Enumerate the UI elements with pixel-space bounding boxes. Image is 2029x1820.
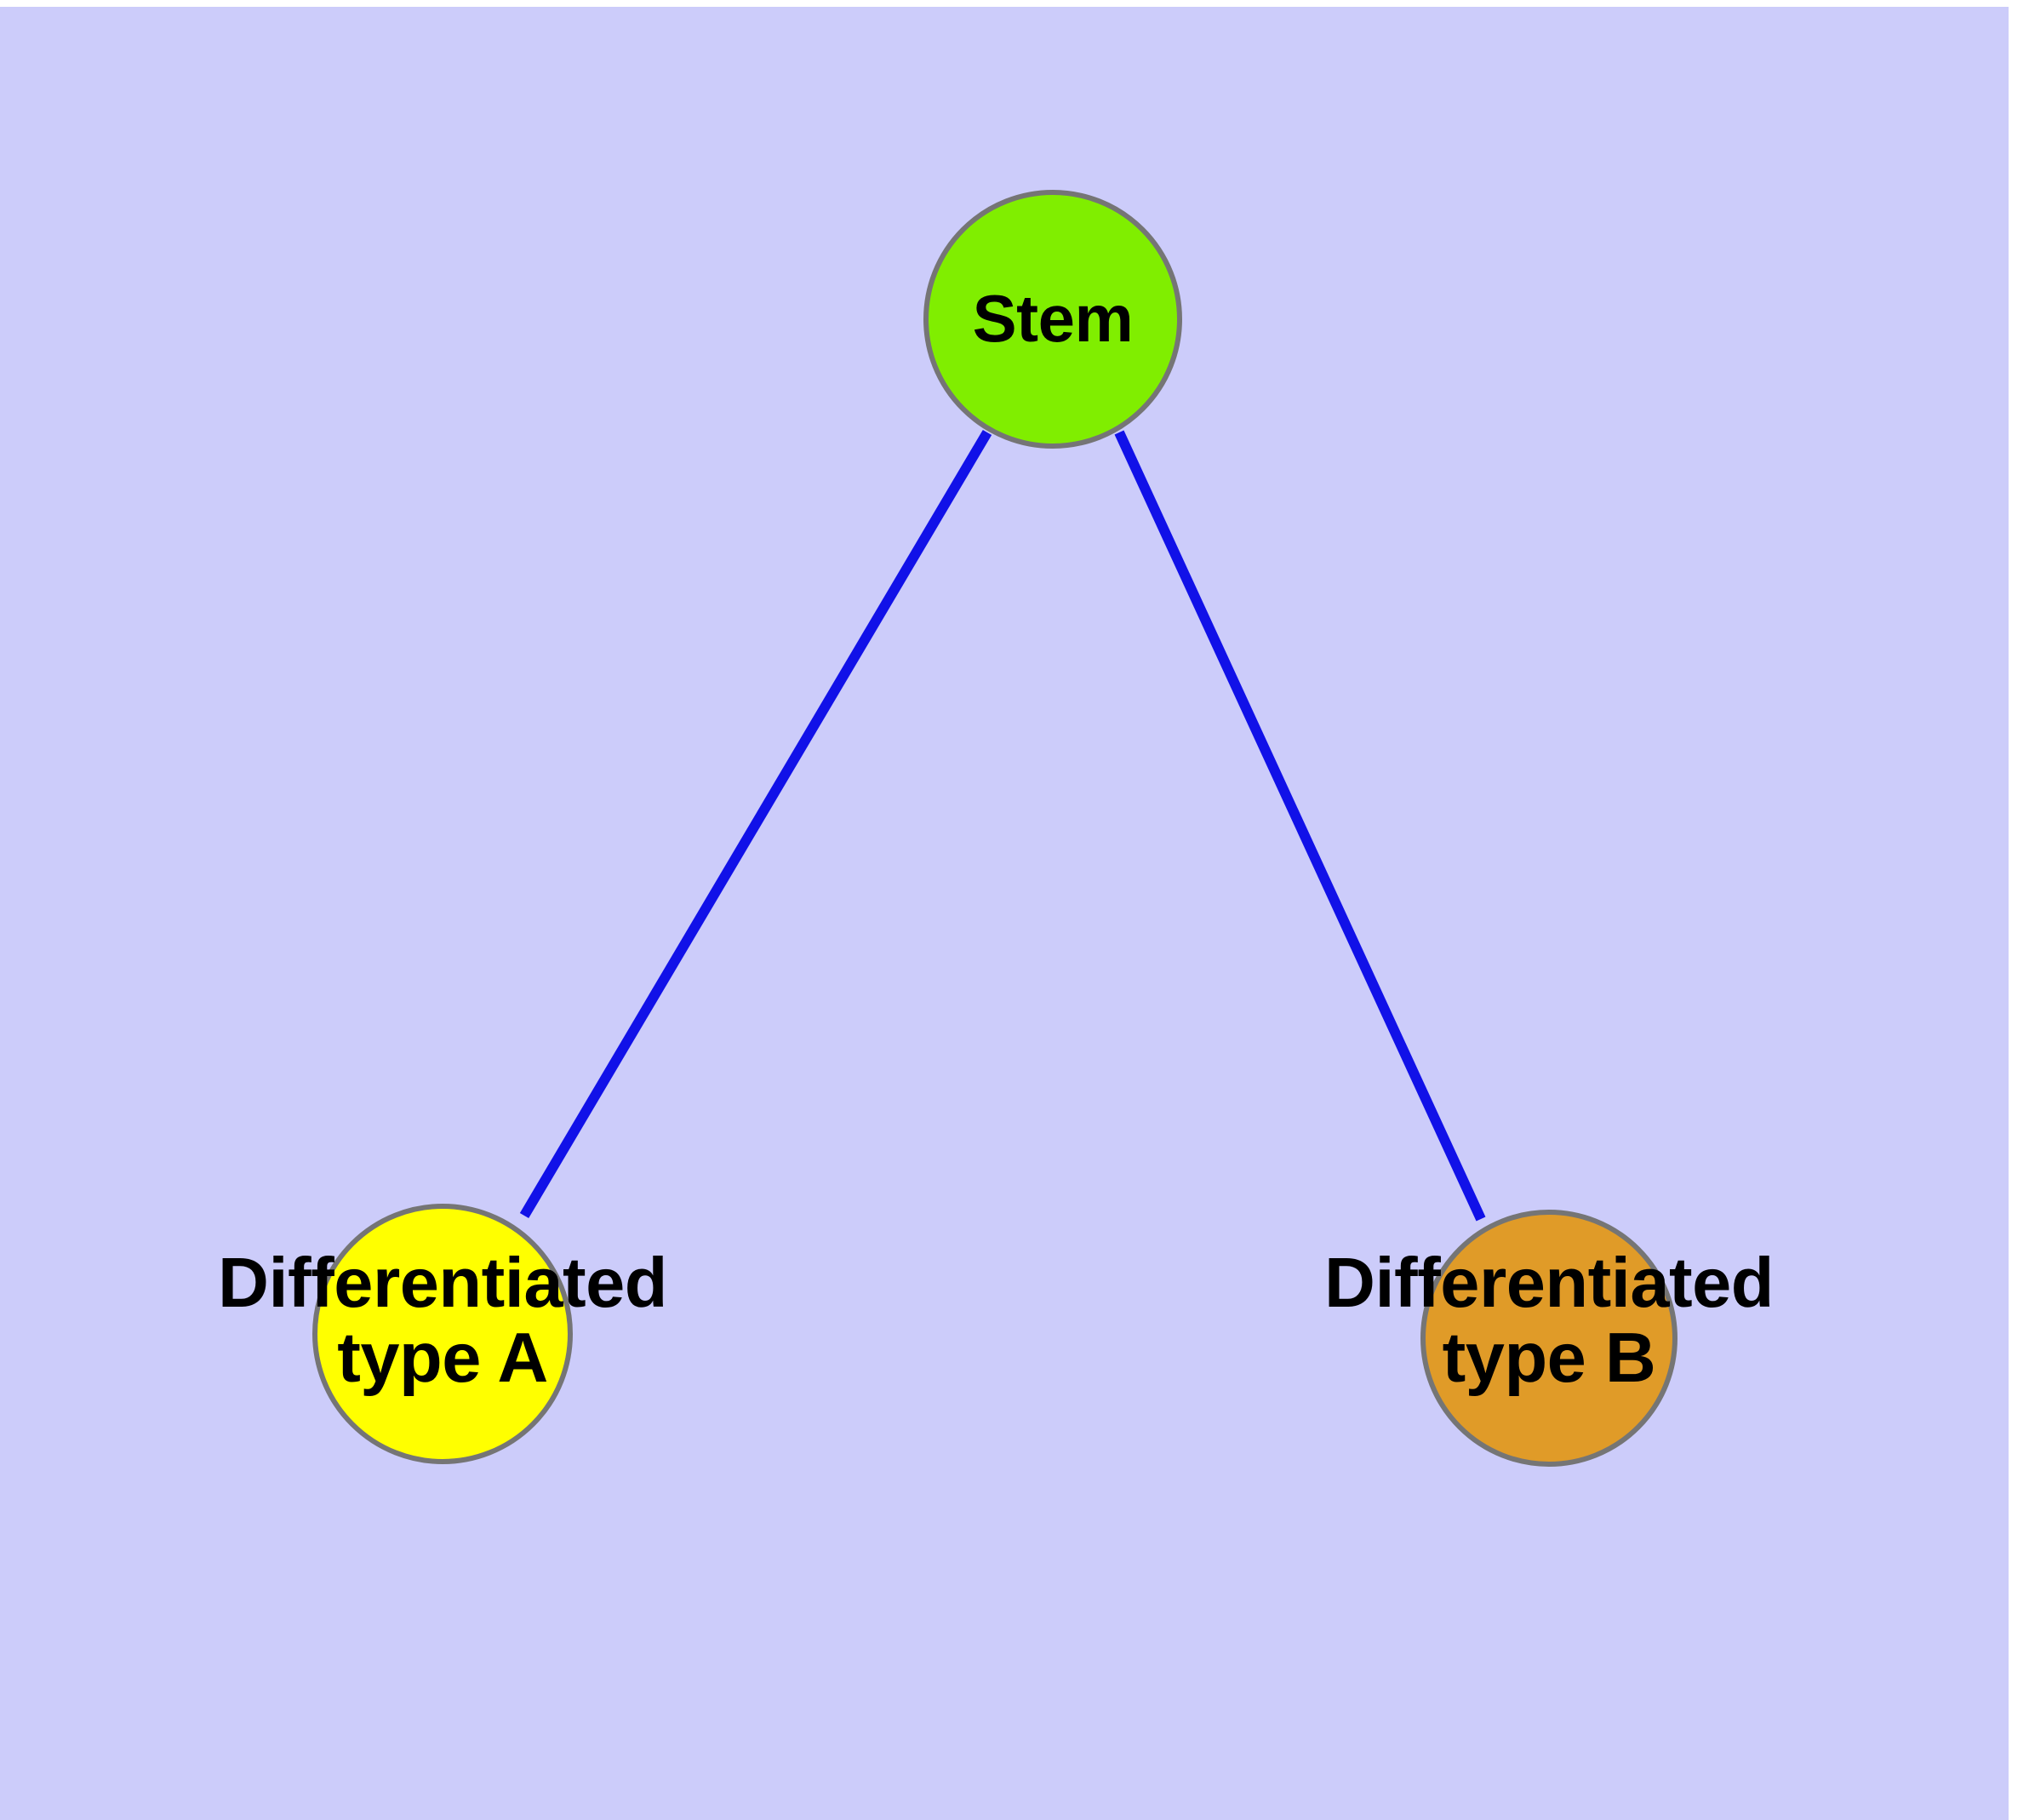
- node-differentiated-type-b[interactable]: [1420, 1210, 1677, 1467]
- edge-stem-to-differentiated-type-b[interactable]: [1114, 430, 1486, 1222]
- node-differentiated-type-a[interactable]: [312, 1204, 573, 1464]
- node-stem[interactable]: [923, 190, 1182, 449]
- edge-layer: [519, 429, 1486, 1222]
- node-layer: [312, 190, 1677, 1467]
- edge-stem-to-differentiated-type-a[interactable]: [519, 429, 992, 1219]
